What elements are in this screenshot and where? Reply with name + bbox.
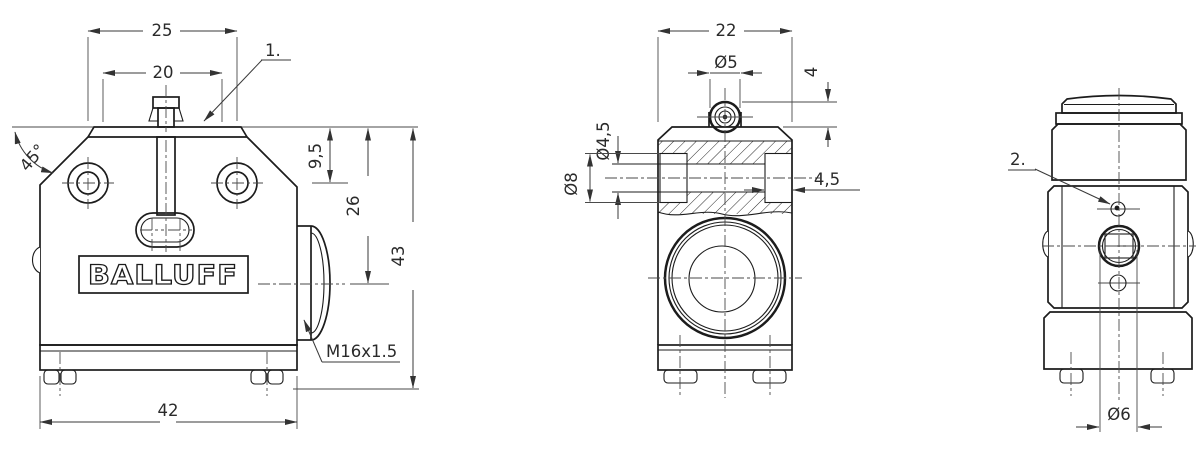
section-break-line: [657, 211, 793, 217]
dim-4: 4: [742, 67, 837, 147]
dim-25: 25: [87, 21, 238, 121]
foot: [1059, 368, 1084, 384]
dim-dia4-5: Ø4,5: [594, 121, 621, 219]
brand-logo: BALLUFF: [78, 255, 249, 294]
side-lug: [31, 246, 41, 274]
foot: [1150, 368, 1175, 384]
side-mid-body: [1042, 185, 1194, 309]
front-centerlines: [59, 85, 345, 396]
side-detail-circles: [1097, 201, 1141, 292]
foot: [267, 369, 284, 385]
plunger: [135, 96, 195, 248]
dim-dia8: Ø8: [562, 153, 660, 203]
side-centerlines: [1042, 88, 1196, 400]
dim-42: 42: [39, 376, 298, 429]
front-body-outline: [31, 126, 298, 385]
section-centerlines: [605, 88, 820, 398]
dim-dia6-label: Ø6: [1107, 405, 1131, 424]
dim-43: 43: [293, 128, 419, 390]
side-base: [1043, 311, 1193, 370]
dim-20-label: 20: [153, 63, 174, 82]
dim-20: 20: [102, 63, 223, 122]
foot: [43, 369, 60, 385]
foot: [752, 369, 787, 384]
dim-dia6: Ø6: [1076, 250, 1162, 432]
foot: [60, 369, 77, 385]
brand-logo-text: BALLUFF: [88, 260, 238, 291]
thread-label: M16x1.5: [326, 342, 397, 361]
front-view: BALLUFF 25: [12, 21, 419, 429]
side-latch-right: [1187, 230, 1194, 258]
dim-dia8-label: Ø8: [562, 172, 581, 196]
dim-26-label: 26: [344, 196, 363, 217]
foot: [663, 369, 698, 384]
dim-4-5-recess: 4,5: [744, 170, 860, 193]
section-view: 22 Ø5 4 Ø4,5: [562, 21, 860, 398]
screw-hole-upper: [1110, 201, 1126, 217]
dim-42-label: 42: [158, 401, 179, 420]
callout-2-label: 2.: [1010, 150, 1026, 169]
callout-1-label: 1.: [265, 41, 281, 60]
dim-4-label: 4: [802, 67, 821, 78]
side-view: 2. Ø6: [1008, 88, 1196, 432]
dim-dia5: Ø5: [688, 53, 762, 108]
callout-2: 2.: [1008, 150, 1111, 205]
foot: [250, 369, 267, 385]
screw-hole-lower: [1109, 274, 1127, 292]
dim-9-5: 9,5: [306, 128, 348, 184]
dim-22-label: 22: [716, 21, 737, 40]
dim-dia4-5-label: Ø4,5: [594, 121, 613, 160]
shaft-boss: [135, 212, 195, 248]
dim-9-5-label: 9,5: [306, 143, 325, 169]
dim-43-label: 43: [389, 246, 408, 267]
side-latch-left: [1042, 230, 1049, 258]
dim-22: 22: [657, 21, 793, 122]
dim-45-deg: 45°: [14, 131, 54, 175]
callout-1: 1.: [203, 41, 291, 122]
dim-26: 26: [344, 128, 389, 285]
cable-gland: [297, 225, 331, 341]
dim-dia5-label: Ø5: [714, 53, 738, 72]
section-head: [612, 140, 793, 217]
thread-callout: M16x1.5: [303, 319, 400, 363]
dim-4-5-label: 4,5: [814, 170, 840, 189]
dim-25-label: 25: [152, 21, 173, 40]
side-upper-body: [1051, 123, 1187, 181]
